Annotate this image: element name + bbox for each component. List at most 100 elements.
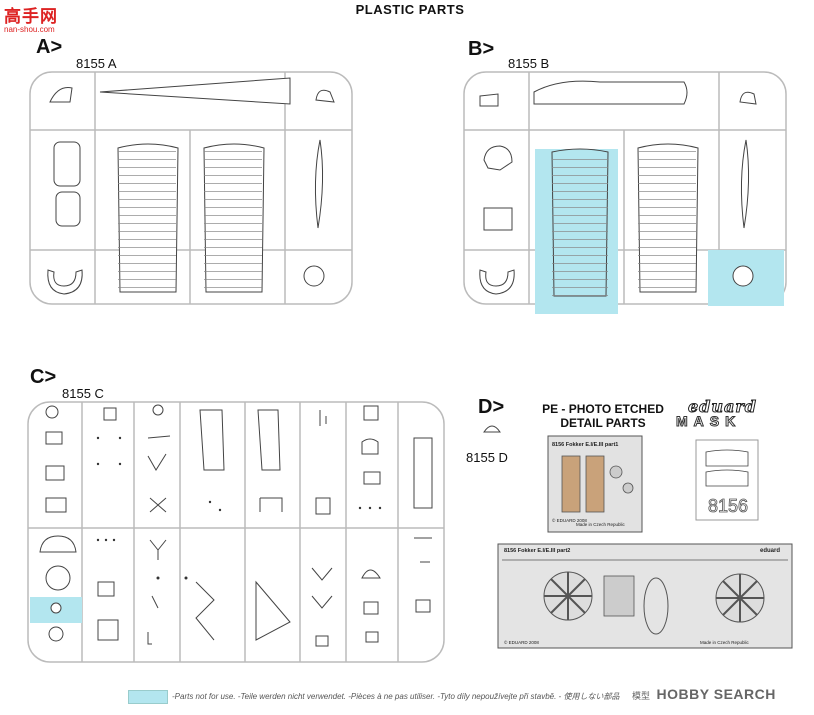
wing-ribs-right-a [204, 150, 262, 292]
pe-gauge-2 [622, 482, 634, 494]
section-b-code: 8155 B [508, 56, 550, 71]
c-part-21 [361, 438, 379, 455]
horseshoe-part-a [47, 269, 83, 295]
c-part-17 [315, 497, 331, 515]
c-part-23 [361, 569, 381, 579]
pe-fret2-brand: eduard [760, 548, 780, 554]
site-logo: 高手网 nan-shou.com [4, 2, 68, 40]
pe-fret1-copyright: © EDUARD 2008 [552, 517, 587, 523]
wing-ribs-right-b [638, 150, 696, 292]
c-part-7 [97, 619, 119, 641]
pe-title-line1: PE - PHOTO ETCHED [542, 402, 664, 416]
section-d-code: 8155 D [466, 450, 508, 465]
wheel-c-2 [48, 626, 64, 642]
c-part-18 [311, 567, 333, 609]
pe-title-line2: DETAIL PARTS [560, 416, 646, 430]
section-d-letter: D> [478, 396, 505, 418]
fuselage-half-b [533, 80, 688, 105]
section-c-code: 8155 C [62, 386, 104, 401]
c-part-26 [413, 437, 433, 509]
mask-wordmark: MASK [675, 413, 742, 430]
logo-cn-text: 高手网 [4, 7, 58, 27]
mask-card: 8156 [695, 439, 759, 521]
c-part-6 [97, 581, 115, 597]
instrument-panel-b [483, 207, 513, 231]
c-part-25 [365, 631, 379, 643]
watermark: 模型 HOBBY SEARCH [632, 686, 776, 702]
c-part-13 [151, 595, 159, 609]
watermark-brand: HOBBY SEARCH [656, 686, 776, 702]
mask-number: 8156 [708, 496, 748, 516]
sprue-c-frame [27, 401, 445, 663]
cockpit-part-b [483, 145, 513, 171]
c-part-14 [147, 632, 152, 645]
wheel-c-1 [45, 565, 71, 591]
mask-canopy-1 [705, 449, 749, 467]
windscreen-d [483, 425, 501, 433]
pe-fret2-footer: Made in Czech Republic [700, 640, 750, 645]
pe-fret-1: 8156 Fokker E.I/E.III part1 Made in Czec… [547, 435, 643, 533]
eduard-logo: eduard [688, 397, 757, 417]
c-part-5 [103, 407, 117, 421]
sprue-a-frame [29, 71, 353, 305]
c-part-8 [152, 404, 164, 416]
sprue-c-dots [96, 436, 382, 580]
pe-panel [603, 575, 635, 617]
pe-fret2-header: 8156 Fokker E.I/E.III part2 [504, 548, 570, 554]
c-part-27 [414, 537, 432, 563]
cabane-frame-right [257, 409, 281, 471]
mask-canopy-2 [705, 469, 749, 487]
c-part-10 [147, 453, 167, 471]
engine-a [303, 265, 325, 287]
sprue-b-frame [463, 71, 787, 305]
c-part-9 [147, 435, 171, 439]
c-part-3 [45, 465, 65, 481]
section-a-letter: A> [36, 36, 63, 58]
pe-fret2-copyright: © EDUARD 2008 [504, 639, 539, 645]
c-part-12 [149, 539, 167, 560]
c-part-19 [315, 635, 329, 647]
c-part-2 [45, 431, 63, 445]
propeller-a [314, 139, 324, 229]
section-b-letter: B> [468, 38, 495, 60]
engine-b [732, 265, 754, 287]
page-title: PLASTIC PARTS [355, 2, 465, 17]
section-a-code: 8155 A [76, 56, 117, 71]
legend-text: -Parts not for use. -Teile werden nicht … [172, 692, 620, 701]
fairing-part-a [315, 89, 335, 103]
legend-swatch [128, 690, 168, 704]
small-part-b [479, 93, 499, 107]
strut-c-right [255, 580, 291, 641]
c-part-24 [363, 601, 379, 615]
wing-ribs-left-a [118, 150, 176, 292]
c-part-16 [319, 410, 327, 426]
c-part-15 [259, 497, 283, 512]
pe-fret-2: 8156 Fokker E.I/E.III part2 eduard © EDU… [497, 543, 793, 649]
pe-title: PE - PHOTO ETCHED DETAIL PARTS [528, 402, 678, 430]
pe-engine-cylinders [544, 572, 592, 620]
watermark-cn: 模型 [632, 691, 651, 701]
pe-engine-cylinders-rear [716, 574, 764, 622]
cowling-part-a [49, 87, 73, 103]
c-part-22 [363, 471, 381, 485]
tailplane-a [53, 141, 81, 187]
sprue-c-gates [28, 402, 444, 662]
logo-url-text: nan-shou.com [4, 25, 55, 34]
seat-c [39, 535, 77, 553]
c-part-28 [415, 599, 431, 613]
sprue-a-gates [30, 72, 352, 304]
pe-oval [643, 577, 669, 635]
pe-fret1-header: 8156 Fokker E.I/E.III part1 [552, 442, 618, 448]
wing-ribs-left-b [552, 154, 608, 296]
c-part-4 [45, 497, 67, 513]
section-c-letter: C> [30, 366, 57, 388]
pe-fret1-footer: Made in Czech Republic [576, 522, 626, 527]
propeller-b [740, 139, 750, 229]
c-part-20 [363, 405, 379, 421]
wheel-c-hub [50, 602, 62, 614]
elevator-a [55, 191, 81, 227]
c-part-1 [45, 405, 59, 419]
pe-seat-belts-1 [561, 455, 581, 513]
c-part-11 [149, 497, 167, 513]
